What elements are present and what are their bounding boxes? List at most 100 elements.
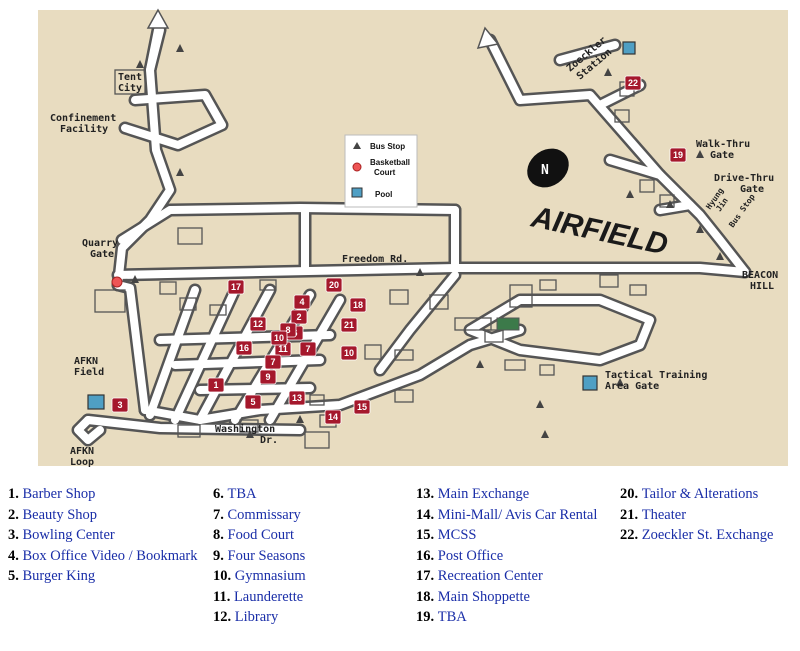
- facility-list-item: 8. Food Court: [213, 525, 403, 546]
- label-afkn-loop-1: AFKN: [70, 446, 94, 457]
- facility-number: 1.: [8, 486, 23, 502]
- facility-pin[interactable]: 10: [270, 330, 288, 346]
- facility-pin-marker[interactable]: [235, 340, 253, 356]
- facility-list-item: 15. MCSS: [416, 525, 606, 546]
- ne-arrow-icon: [476, 26, 500, 49]
- facility-link[interactable]: Barber Shop: [22, 486, 96, 502]
- facility-pin-marker[interactable]: [299, 341, 317, 357]
- facility-pin-marker[interactable]: [324, 409, 342, 425]
- facility-link[interactable]: Beauty Shop: [22, 506, 98, 523]
- facility-pin[interactable]: 21: [340, 317, 358, 333]
- facility-list-item: 17. Recreation Center: [416, 566, 606, 587]
- facility-link[interactable]: Zoeckler St. Exchange: [641, 527, 774, 543]
- facility-link[interactable]: Library: [234, 609, 279, 625]
- facility-pin-marker[interactable]: [293, 294, 311, 310]
- facility-link[interactable]: MCSS: [437, 527, 477, 543]
- facility-pin[interactable]: 7: [299, 341, 317, 357]
- facility-pin[interactable]: 18: [349, 297, 367, 313]
- facility-link[interactable]: Commissary: [227, 506, 301, 523]
- facility-pin-number: 10: [274, 333, 284, 343]
- facility-link[interactable]: Theater: [641, 506, 687, 523]
- label-confinement-1: Confinement: [50, 112, 116, 124]
- facility-link[interactable]: Mini-Mall/ Avis Car Rental: [437, 506, 598, 523]
- legend-bus-stop-icon: [353, 142, 361, 149]
- label-tactical-1: Tactical Training: [605, 369, 707, 381]
- facility-pin-number: 16: [239, 343, 249, 353]
- facility-pin[interactable]: 20: [325, 277, 343, 293]
- facility-link[interactable]: TBA: [227, 486, 257, 502]
- facility-pin-marker[interactable]: [227, 279, 245, 295]
- facility-link[interactable]: Main Exchange: [437, 486, 530, 502]
- label-walk-thru-1: Walk-Thru: [696, 139, 750, 150]
- facility-pin[interactable]: 22: [624, 75, 642, 91]
- facility-pin-number: 17: [231, 282, 241, 292]
- label-afkn-field-1: AFKN: [74, 356, 98, 367]
- buildings: [94, 69, 675, 449]
- label-washington-1: Washington: [215, 423, 275, 435]
- facility-pin-number: 2: [296, 312, 301, 322]
- facility-pin[interactable]: 9: [259, 369, 277, 385]
- facility-pin-marker[interactable]: [340, 317, 358, 333]
- facility-pin-marker[interactable]: [207, 377, 225, 393]
- legend-bus-stop: Bus Stop: [370, 142, 405, 151]
- facility-link[interactable]: Recreation Center: [437, 568, 543, 584]
- facility-pin[interactable]: 17: [227, 279, 245, 295]
- facility-link[interactable]: Tailor & Alterations: [641, 486, 759, 502]
- facility-list-item: 1. Barber Shop: [8, 484, 198, 505]
- facility-pin-marker[interactable]: [325, 277, 343, 293]
- facility-link[interactable]: Gymnasium: [234, 568, 306, 584]
- facility-pin[interactable]: 13: [288, 390, 306, 406]
- facility-pin[interactable]: 2: [290, 309, 308, 325]
- facility-number: 20.: [620, 486, 642, 502]
- facility-pin-marker[interactable]: [624, 75, 642, 91]
- facility-link[interactable]: Burger King: [22, 568, 96, 584]
- facility-number: 3.: [8, 527, 23, 543]
- facility-pin-marker[interactable]: [349, 297, 367, 313]
- facility-pin[interactable]: 14: [324, 409, 342, 425]
- facility-pin[interactable]: 15: [353, 399, 371, 415]
- facility-pin[interactable]: 16: [235, 340, 253, 356]
- facility-link[interactable]: Box Office Video / Bookmark: [22, 547, 198, 564]
- pool-afkn-icon: [87, 394, 105, 410]
- facility-link[interactable]: Bowling Center: [22, 527, 115, 543]
- facility-link[interactable]: Main Shoppette: [437, 588, 530, 605]
- facility-pin[interactable]: 10: [340, 345, 358, 361]
- label-tent-city-1: Tent: [118, 72, 142, 83]
- facility-pin-marker[interactable]: [669, 147, 687, 163]
- facility-pin[interactable]: 19: [669, 147, 687, 163]
- facility-pin-marker[interactable]: [244, 394, 262, 410]
- facility-pin[interactable]: 4: [293, 294, 311, 310]
- facility-link[interactable]: Four Seasons: [227, 547, 306, 564]
- legend-pool: Pool: [375, 190, 392, 199]
- facility-pin[interactable]: 7: [264, 354, 282, 370]
- facility-pin-marker[interactable]: [249, 316, 267, 332]
- facility-link[interactable]: TBA: [437, 609, 467, 625]
- facility-pin-marker[interactable]: [353, 399, 371, 415]
- facility-number: 11.: [213, 588, 234, 605]
- facility-list-item: 13. Main Exchange: [416, 484, 606, 505]
- facility-pin-marker[interactable]: [264, 354, 282, 370]
- facility-pin[interactable]: 1: [207, 377, 225, 393]
- facility-pin-marker[interactable]: [290, 309, 308, 325]
- label-confinement-2: Facility: [60, 123, 108, 135]
- pool-tactical-icon: [582, 375, 598, 391]
- facility-pin[interactable]: 5: [244, 394, 262, 410]
- label-freedom-rd: Freedom Rd.: [342, 254, 408, 265]
- facility-pin-marker[interactable]: [340, 345, 358, 361]
- facility-link[interactable]: Food Court: [227, 527, 294, 543]
- facility-list-item: 14. Mini-Mall/ Avis Car Rental: [416, 505, 606, 526]
- facility-pin-marker[interactable]: [270, 330, 288, 346]
- facility-pin-marker[interactable]: [111, 397, 129, 413]
- facility-link[interactable]: Post Office: [437, 547, 504, 564]
- facility-link[interactable]: Launderette: [233, 588, 304, 605]
- label-quarry-1: Quarry: [82, 238, 118, 249]
- label-washington-2: Dr.: [260, 435, 278, 446]
- facility-pin-marker[interactable]: [259, 369, 277, 385]
- facility-pin-marker[interactable]: [288, 390, 306, 406]
- facility-pin[interactable]: 3: [111, 397, 129, 413]
- facility-pin[interactable]: 12: [249, 316, 267, 332]
- label-afkn-field-2: Field: [74, 366, 104, 378]
